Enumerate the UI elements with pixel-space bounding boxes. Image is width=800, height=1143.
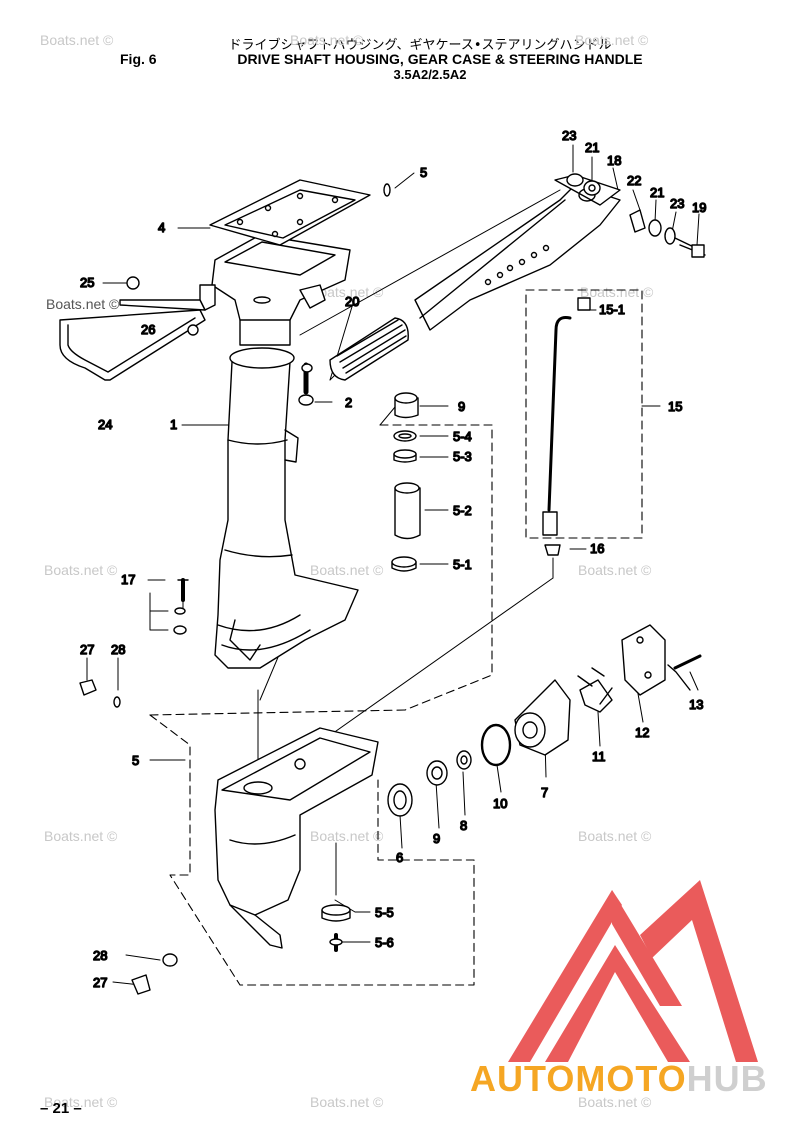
watermark: Boats.net © xyxy=(40,32,114,48)
label-28b: 28 xyxy=(93,948,107,963)
watermark: Boats.net © xyxy=(46,296,120,312)
label-5-4: 5-4 xyxy=(453,429,472,444)
label-5-1: 5-1 xyxy=(453,557,472,572)
watermark: Boats.net © xyxy=(310,1094,384,1110)
watermark: Boats.net © xyxy=(580,284,654,300)
label-24: 24 xyxy=(98,417,112,432)
diagram-title: DRIVE SHAFT HOUSING, GEAR CASE & STEERIN… xyxy=(237,51,643,67)
assembly-outlines xyxy=(149,289,643,986)
label-21b: 21 xyxy=(650,185,664,200)
watermark: Boats.net © xyxy=(310,562,384,578)
label-19: 19 xyxy=(692,200,706,215)
logo-text-part2: HUB xyxy=(686,1058,768,1099)
label-25: 25 xyxy=(80,275,94,290)
figure-label: Fig. 6 xyxy=(120,51,157,67)
handle-hardware xyxy=(566,173,706,258)
label-16: 16 xyxy=(590,541,604,556)
label-8: 8 xyxy=(460,818,467,833)
japanese-title: ドライブシャフトハウジング、ギヤケース•ステアリングハンドル xyxy=(228,38,612,53)
carrying-handle xyxy=(59,276,206,381)
drive-shaft-housing xyxy=(214,347,359,669)
mount-bracket xyxy=(199,234,351,346)
label-13: 13 xyxy=(689,697,703,712)
label-3: 4 xyxy=(158,220,165,235)
watermark: Boats.net © xyxy=(575,32,649,48)
label-5: 5 xyxy=(132,753,139,768)
label-5-6: 5-6 xyxy=(375,935,394,950)
watermark: Boats.net © xyxy=(44,828,118,844)
logo-triangle-icon xyxy=(508,880,758,1062)
bearings-seals xyxy=(387,723,512,817)
watermark: Boats.net © xyxy=(44,1094,118,1110)
gasket xyxy=(209,179,371,246)
watermark: Boats.net © xyxy=(310,828,384,844)
label-28: 28 xyxy=(111,642,125,657)
watermark: Boats.net © xyxy=(578,1094,652,1110)
label-23: 23 xyxy=(562,128,576,143)
label-15: 15 xyxy=(668,399,682,414)
label-20: 20 xyxy=(345,294,359,309)
label-27: 27 xyxy=(80,642,94,657)
label-22: 22 xyxy=(627,173,641,188)
label-10: 10 xyxy=(493,796,507,811)
label-26: 26 xyxy=(141,322,155,337)
watermark: Boats.net © xyxy=(578,562,652,578)
shaft-parts-stack xyxy=(391,392,421,572)
page-number: – 21 – xyxy=(40,1100,82,1117)
label-4: 5 xyxy=(420,165,427,180)
leader-lines xyxy=(86,144,700,986)
model-number: 3.5A2/2.5A2 xyxy=(393,67,467,82)
label-21: 21 xyxy=(585,140,599,155)
handle-grip xyxy=(329,317,409,381)
shift-rod xyxy=(542,297,591,556)
label-15-1: 15-1 xyxy=(599,302,625,317)
watermark: Boats.net © xyxy=(290,32,364,48)
label-23b: 23 xyxy=(670,196,684,211)
label-1: 1 xyxy=(170,417,177,432)
label-6: 6 xyxy=(396,850,403,865)
label-11: 11 xyxy=(592,749,606,764)
watermark: Boats.net © xyxy=(44,562,118,578)
watermark: Boats.net © xyxy=(578,828,652,844)
label-12: 12 xyxy=(635,725,649,740)
gear-case xyxy=(214,727,379,949)
water-pump xyxy=(514,624,702,756)
label-5-5: 5-5 xyxy=(375,905,394,920)
bolt-2 xyxy=(298,362,314,406)
drain-plugs xyxy=(79,679,178,995)
gear-case-parts xyxy=(321,904,351,952)
label-9: 9 xyxy=(433,831,440,846)
label-18: 18 xyxy=(607,153,621,168)
automotohub-logo: AUTOMOTOHUB xyxy=(470,1058,768,1100)
label-17: 17 xyxy=(121,572,135,587)
label-5-3: 5-3 xyxy=(453,449,472,464)
label-7: 7 xyxy=(541,785,548,800)
label-14: 9 xyxy=(458,399,465,414)
bolt-17 xyxy=(173,578,189,635)
o-ring-4 xyxy=(383,183,391,197)
label-5-2: 5-2 xyxy=(453,503,472,518)
label-2: 2 xyxy=(345,395,352,410)
label-27b: 27 xyxy=(93,975,107,990)
logo-text-part1: AUTOMOTO xyxy=(470,1058,687,1099)
